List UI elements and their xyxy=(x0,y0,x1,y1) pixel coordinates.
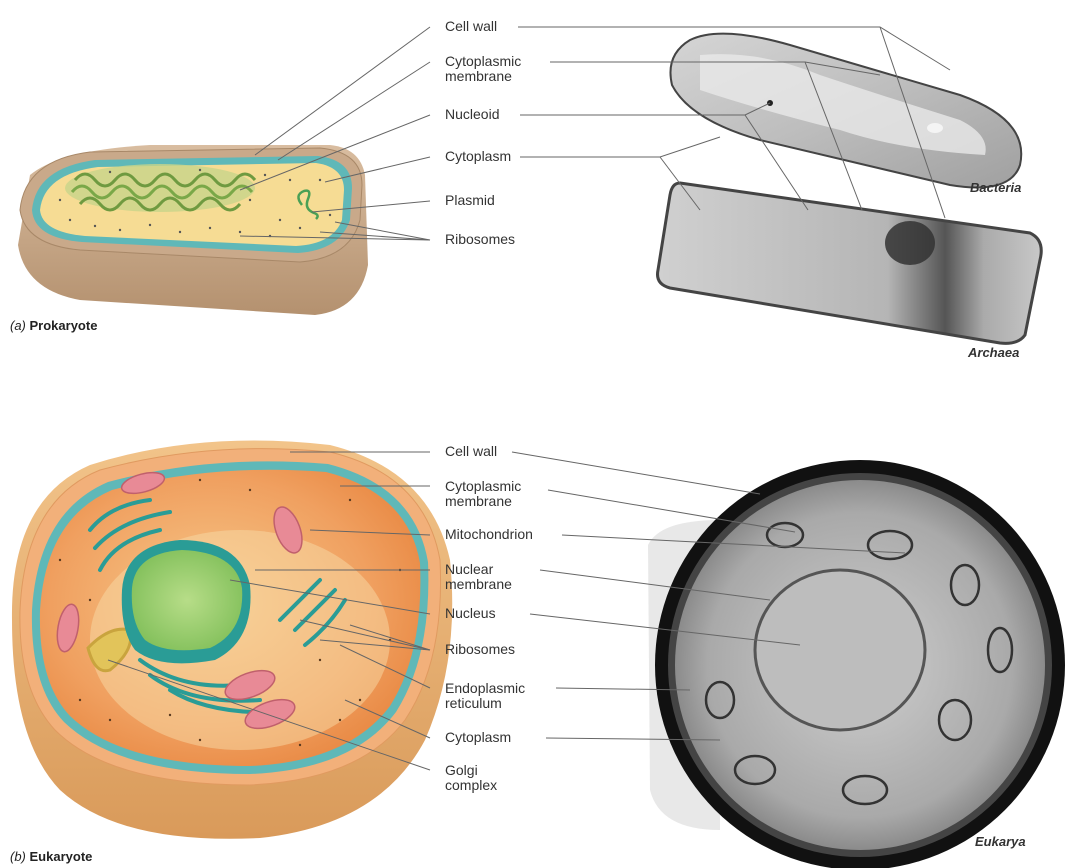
nucleoid-shape xyxy=(65,164,255,212)
label-cytoplasmic-membrane-prokaryote: Cytoplasmic membrane xyxy=(445,54,555,84)
label-nuclear-membrane: Nuclear membrane xyxy=(445,562,545,592)
caption-prokaryote: (a) Prokaryote xyxy=(10,318,97,333)
label-nucleoid: Nucleoid xyxy=(445,107,499,122)
caption-prokaryote-letter: (a) xyxy=(10,318,26,333)
label-ribosomes-prokaryote: Ribosomes xyxy=(445,232,515,247)
label-endoplasmic-reticulum: Endoplasmic reticulum xyxy=(445,681,555,711)
label-cell-wall-eukaryote: Cell wall xyxy=(445,444,497,459)
label-eukarya: Eukarya xyxy=(975,834,1026,849)
label-archaea: Archaea xyxy=(968,345,1019,360)
label-cytoplasmic-membrane-eukaryote: Cytoplasmic membrane xyxy=(445,479,555,509)
archaea-micrograph xyxy=(658,183,1042,343)
caption-eukaryote: (b) Eukaryote xyxy=(10,849,92,864)
label-ribosomes-eukaryote: Ribosomes xyxy=(445,642,515,657)
label-cytoplasm-prokaryote: Cytoplasm xyxy=(445,149,511,164)
bacteria-micrograph xyxy=(670,34,1021,188)
eukarya-micrograph xyxy=(648,460,1065,868)
label-cytoplasm-eukaryote: Cytoplasm xyxy=(445,730,511,745)
prokaryote-illustration xyxy=(18,145,368,315)
label-golgi-complex: Golgi complex xyxy=(445,763,515,793)
nucleus-shape xyxy=(122,540,251,663)
label-mitochondrion: Mitochondrion xyxy=(445,527,533,542)
label-bacteria: Bacteria xyxy=(970,180,1021,195)
label-nucleus: Nucleus xyxy=(445,606,496,621)
caption-prokaryote-text: Prokaryote xyxy=(30,318,98,333)
caption-eukaryote-text: Eukaryote xyxy=(30,849,93,864)
caption-eukaryote-letter: (b) xyxy=(10,849,26,864)
label-cell-wall-prokaryote: Cell wall xyxy=(445,19,497,34)
label-plasmid: Plasmid xyxy=(445,193,495,208)
